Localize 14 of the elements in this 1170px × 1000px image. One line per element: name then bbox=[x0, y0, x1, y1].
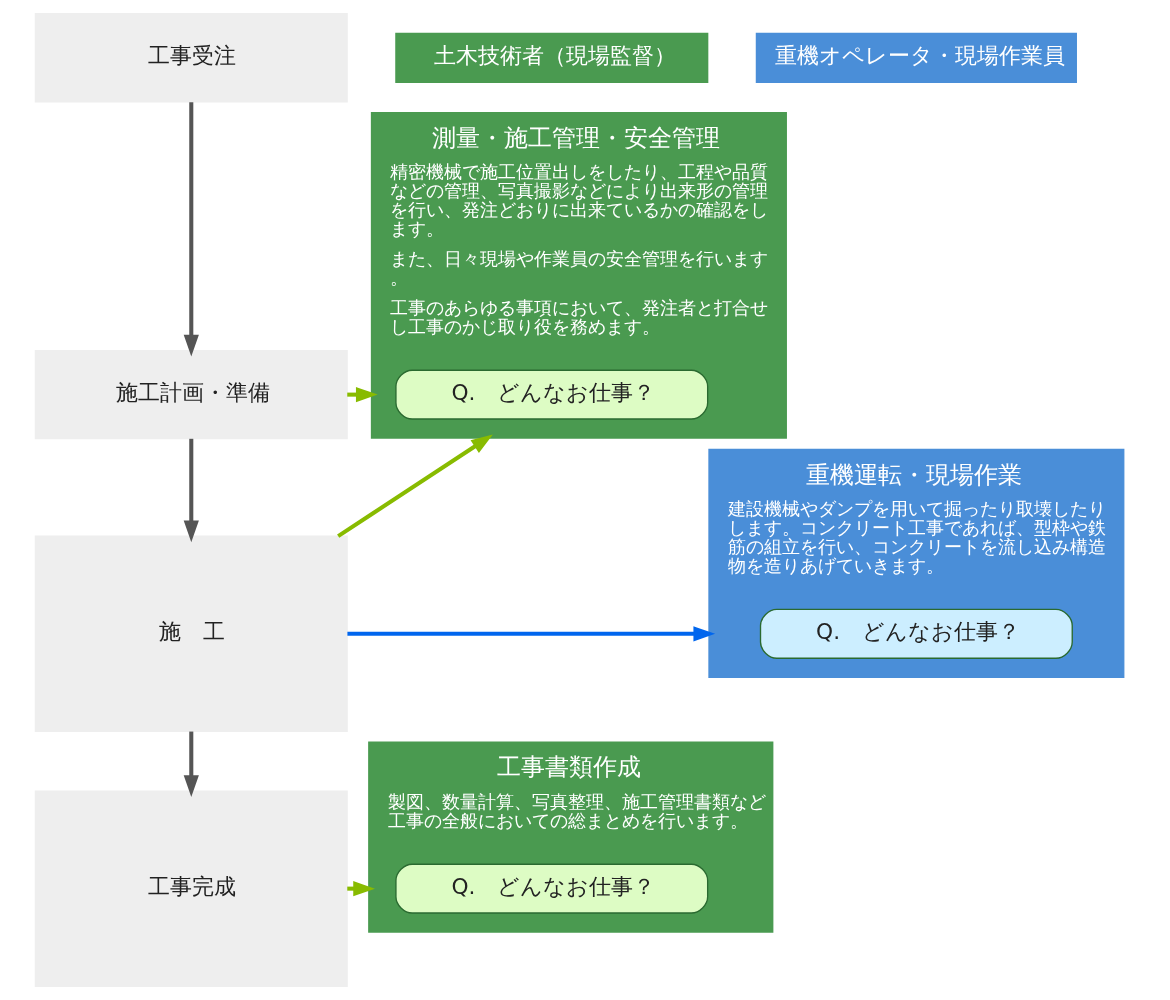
arrow bbox=[347, 626, 716, 642]
node-box: 工事受注 bbox=[34, 13, 348, 103]
node-box: 施工計画・準備 bbox=[34, 349, 348, 440]
arrow bbox=[183, 731, 199, 798]
node-box: 土木技術者（現場監督） bbox=[395, 32, 709, 83]
node-box: 工事完成 bbox=[34, 790, 348, 987]
node-box: Q. どんなお仕事？ bbox=[395, 369, 709, 420]
arrow bbox=[337, 434, 493, 538]
node-box: 重機オペレータ・現場作業員 bbox=[755, 32, 1077, 83]
arrow bbox=[183, 438, 199, 543]
node-box: Q. どんなお仕事？ bbox=[395, 863, 709, 914]
arrow bbox=[183, 102, 199, 357]
node-box: 施 工 bbox=[34, 535, 348, 733]
node-box: Q. どんなお仕事？ bbox=[759, 608, 1073, 659]
